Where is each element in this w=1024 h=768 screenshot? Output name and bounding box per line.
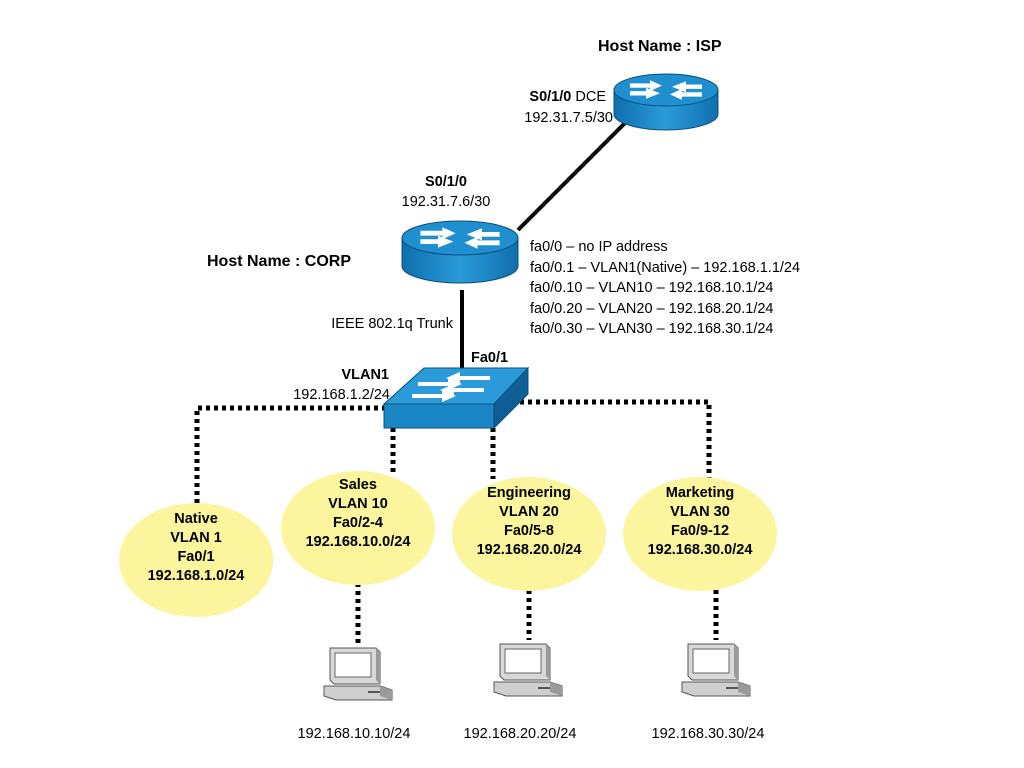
vlan-marketing-name: Marketing xyxy=(665,485,735,501)
vlan-sales-name: Sales xyxy=(339,477,377,493)
isp-ip: 192.31.7.5/30 xyxy=(524,110,613,126)
vlan-marketing-subnet: 192.168.30.0/24 xyxy=(647,542,753,558)
trunk-label: IEEE 802.1q Trunk xyxy=(331,316,453,332)
corp-hostname: Host Name : CORP xyxy=(207,253,352,270)
corp-router-icon xyxy=(401,220,519,284)
subinterface-4: fa0/0.30 – VLAN30 – 192.168.30.1/24 xyxy=(530,321,774,337)
host-ip-sales: 192.168.10.10/24 xyxy=(297,726,411,742)
vlan-sales-ports: Fa0/2-4 xyxy=(333,515,383,531)
vlan-native-ports: Fa0/1 xyxy=(177,549,215,565)
subinterface-2: fa0/0.10 – VLAN10 – 192.168.10.1/24 xyxy=(530,280,774,296)
vlan-engineering-ellipse xyxy=(452,477,606,591)
vlan-sales-text: Sales VLAN 10 Fa0/2-4 192.168.10.0/24 xyxy=(288,476,428,552)
subinterface-1: fa0/0.1 – VLAN1(Native) – 192.168.1.1/24 xyxy=(530,259,801,276)
corp-interface: S0/1/0 xyxy=(425,174,467,190)
vlan-marketing-ellipse xyxy=(623,477,777,591)
vlan-native-id: VLAN 1 xyxy=(170,530,222,546)
subinterface-list: fa0/0 – no IP address fa0/0.1 – VLAN1(Na… xyxy=(530,237,800,340)
vlan-marketing-ports: Fa0/9-12 xyxy=(670,523,730,539)
vlan-engineering-id: VLAN 20 xyxy=(499,504,559,520)
isp-router-icon xyxy=(613,73,719,131)
vlan-engineering-subnet: 192.168.20.0/24 xyxy=(476,542,582,558)
vlan-engineering-text: Engineering VLAN 20 Fa0/5-8 192.168.20.0… xyxy=(459,484,599,560)
vlan-sales-id: VLAN 10 xyxy=(328,496,388,512)
pc-icon-engineering xyxy=(493,643,563,697)
vlan-sales-ellipse xyxy=(281,471,435,585)
switch-icon xyxy=(382,366,530,430)
isp-interface-mode: DCE xyxy=(575,89,606,105)
subinterface-0: fa0/0 – no IP address xyxy=(530,239,668,255)
vlan-links xyxy=(194,399,719,644)
vlan-native-subnet: 192.168.1.0/24 xyxy=(147,568,245,584)
vlan-marketing-id: VLAN 30 xyxy=(670,504,730,520)
link-marketing xyxy=(520,399,712,481)
switch-ip: 192.168.1.2/24 xyxy=(293,387,390,403)
pc-icon-sales xyxy=(323,647,393,701)
vlan-native-ellipse xyxy=(119,503,273,617)
corp-wan-ip: 192.31.7.6/30 xyxy=(401,194,491,210)
host-ip-engineering: 192.168.20.20/24 xyxy=(463,726,577,742)
vlan-native-text: Native VLAN 1 Fa0/1 192.168.1.0/24 xyxy=(126,510,266,586)
vlan-marketing-text: Marketing VLAN 30 Fa0/9-12 192.168.30.0/… xyxy=(630,484,770,560)
wan-link xyxy=(516,121,627,232)
isp-hostname: Host Name : ISP xyxy=(598,38,722,55)
vlan-native-name: Native xyxy=(174,511,218,527)
isp-interface: S0/1/0 xyxy=(529,89,572,105)
isp-interface-label: S0/1/0 DCE xyxy=(480,88,606,106)
vlan-engineering-name: Engineering xyxy=(487,485,571,501)
trunk-port: Fa0/1 xyxy=(471,350,509,366)
vlan-sales-subnet: 192.168.10.0/24 xyxy=(305,534,411,550)
subinterface-3: fa0/0.20 – VLAN20 – 192.168.20.1/24 xyxy=(530,300,774,317)
pc-icon-marketing xyxy=(681,643,751,697)
switch-vlan: VLAN1 xyxy=(341,367,389,383)
vlan-engineering-ports: Fa0/5-8 xyxy=(504,523,554,539)
host-ip-marketing: 192.168.30.30/24 xyxy=(651,726,765,742)
